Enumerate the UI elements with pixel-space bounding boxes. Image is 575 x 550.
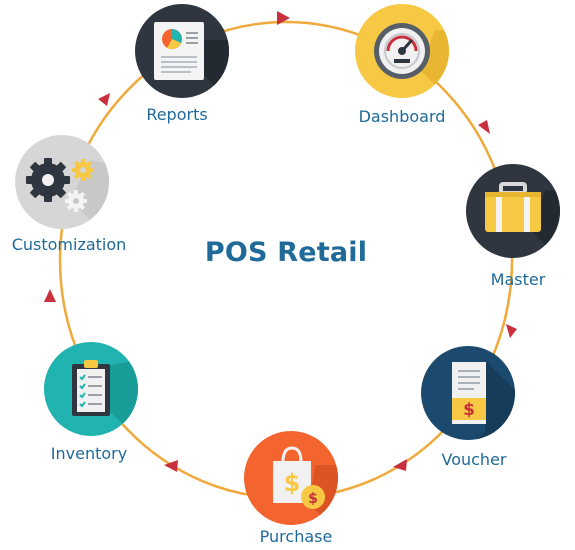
label-reports: Reports — [146, 105, 208, 124]
arrow-master-to-voucher — [506, 324, 517, 338]
node-voucher: $ — [421, 346, 515, 440]
label-dashboard: Dashboard — [358, 107, 446, 126]
svg-text:$: $ — [284, 469, 301, 497]
gauge-icon — [374, 23, 430, 79]
arrow-voucher-to-purchase — [393, 459, 407, 471]
label-master: Master — [490, 270, 546, 289]
label-inventory: Inventory — [50, 444, 128, 463]
arrow-reports-to-dashboard — [277, 11, 290, 25]
shopping-bag-icon: $ $ — [273, 446, 325, 509]
node-customization — [15, 135, 109, 229]
node-master — [466, 164, 560, 258]
gears-icon — [26, 158, 94, 212]
label-voucher: Voucher — [441, 450, 507, 469]
arrow-inventory-to-customization — [44, 289, 56, 302]
briefcase-icon — [485, 182, 541, 232]
receipt-icon: $ — [452, 362, 486, 424]
flow-arrows — [44, 11, 517, 472]
svg-text:$: $ — [308, 491, 318, 507]
label-purchase: Purchase — [259, 527, 333, 546]
pie-chart-report-icon — [154, 22, 204, 80]
node-reports — [135, 4, 229, 98]
clipboard-checklist-icon — [72, 360, 110, 416]
arrow-customization-to-reports — [98, 93, 110, 106]
node-inventory — [44, 342, 138, 436]
node-purchase: $ $ — [244, 431, 338, 525]
arrow-purchase-to-inventory — [164, 460, 178, 472]
arrow-dashboard-to-master — [478, 120, 490, 134]
diagram-title: POS Retail — [204, 237, 368, 268]
label-customization: Customization — [11, 235, 127, 254]
svg-text:$: $ — [463, 400, 475, 420]
node-dashboard — [355, 4, 449, 98]
